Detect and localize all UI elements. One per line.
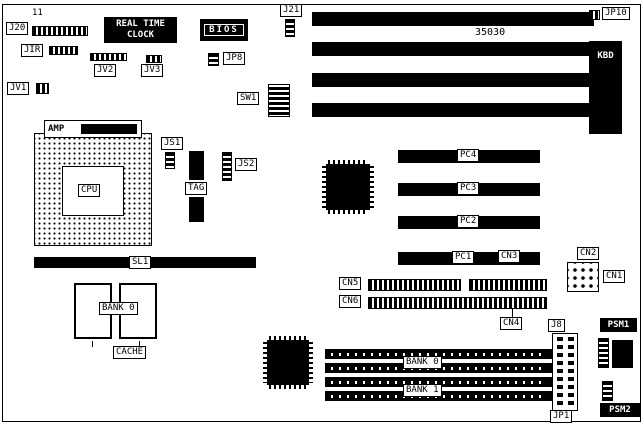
label-pc1: PC1 [452,251,475,264]
simm-slot-1 [325,349,553,359]
label-cn3: CN3 [498,250,521,263]
label-cn2: CN2 [577,247,600,260]
connector-cn3-header [469,279,547,291]
connector-j21 [285,19,295,37]
chipset-qfp-2 [263,336,313,389]
label-cache-bank0: BANK 0 [99,302,138,315]
label-pc4: PC4 [457,149,480,162]
psm1-box: PSM1 [600,318,637,332]
pin-marker: 11 [32,8,43,18]
label-cn6: CN6 [339,295,362,308]
connector-psm1 [598,338,609,368]
tag-chip-lower [189,197,204,222]
label-sw1: SW1 [237,92,260,105]
label-cn1: CN1 [603,270,626,283]
label-jv2: JV2 [94,64,117,77]
connector-jp10 [589,10,600,20]
isa-slot-4 [312,103,594,117]
dip-switch-sw1 [268,84,290,117]
simm-slot-3 [325,377,553,387]
psm1-chip [612,340,633,368]
amp-label: AMP [48,124,65,134]
cn4-leader-line [512,309,513,317]
psm2-label: PSM2 [609,405,631,415]
cache-leader-line-1 [92,341,93,347]
label-jv1: JV1 [7,82,30,95]
rtc-label-line2: CLOCK [126,30,155,40]
isa-slot-3 [312,73,594,87]
label-jp8: JP8 [223,52,246,65]
label-tag: TAG [185,182,208,195]
amp-bracket: AMP [44,120,142,138]
connector-psm2 [602,381,613,401]
connector-j20 [32,26,88,36]
kbd-label: KBD [597,51,614,61]
rtc-chip: REAL TIME CLOCK [104,17,177,43]
label-js1: JS1 [161,137,184,150]
psm2-box: PSM2 [600,403,640,417]
label-jp1: JP1 [550,410,573,423]
connector-jir [49,46,78,55]
label-cpu: CPU [78,184,101,197]
label-pc3: PC3 [457,182,480,195]
connector-cn5 [368,279,461,291]
label-cn5: CN5 [339,277,362,290]
part-number: 35030 [475,27,506,38]
bios-chip: BIOS [200,19,248,41]
board-outline [2,4,641,422]
label-mem-bank0: BANK 0 [403,356,442,369]
label-jir: JIR [21,44,44,57]
label-j20: J20 [6,22,29,35]
rtc-label-line1: REAL TIME [116,19,165,29]
label-j21: J21 [280,4,303,17]
cache-leader-line-2 [139,341,140,347]
connector-cn2-cn1-pins [567,262,599,292]
chipset-qfp-1 [322,160,374,214]
connector-js2 [222,152,232,181]
connector-jv2 [90,53,127,61]
label-jv3: JV3 [141,64,164,77]
keyboard-connector: KBD [589,41,622,134]
power-connector-j8 [552,333,578,411]
label-pc2: PC2 [457,215,480,228]
label-cache: CACHE [113,346,147,359]
tag-chip-upper [189,151,204,180]
label-sl1: SL1 [129,256,152,269]
connector-jv3 [146,55,162,63]
isa-slot-2 [312,42,594,56]
connector-jv1 [36,83,49,94]
connector-cn6 [368,297,547,309]
label-mem-bank1: BANK 1 [403,384,442,397]
label-js2: JS2 [235,158,258,171]
connector-jp8 [208,53,219,66]
label-cn4: CN4 [500,317,523,330]
amp-bar [81,124,137,134]
bios-label: BIOS [204,24,244,36]
psm1-label: PSM1 [607,320,630,330]
connector-js1 [165,152,175,169]
label-jp10: JP10 [602,7,630,20]
cpu-socket [34,133,152,246]
label-j8: J8 [548,319,565,332]
isa-slot-1 [312,12,594,26]
